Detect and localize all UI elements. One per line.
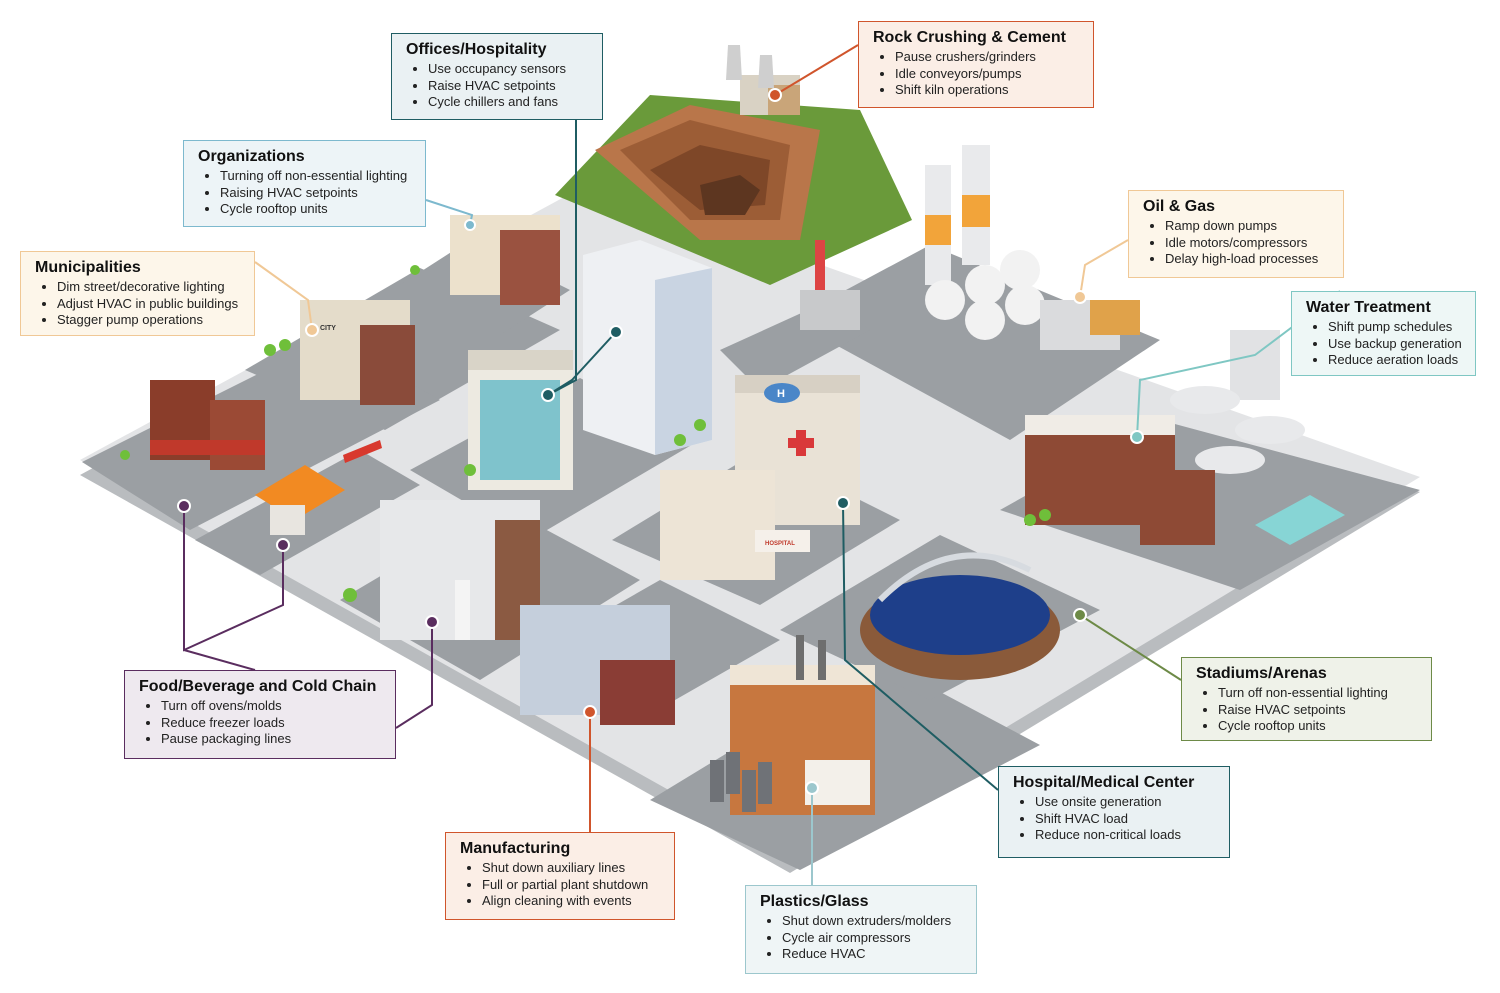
office-towers [468,240,712,490]
callout-food-beverage-cold-chain: Food/Beverage and Cold Chain Turn off ov… [124,670,396,759]
callout-item: Ramp down pumps [1165,218,1331,235]
callout-item: Shift kiln operations [895,82,1081,99]
callout-item: Use backup generation [1328,336,1463,353]
callout-item: Adjust HVAC in public buildings [57,296,242,313]
callout-title: Oil & Gas [1143,198,1216,215]
connector-dots [177,88,1144,795]
callout-title: Food/Beverage and Cold Chain [139,678,377,695]
callout-title: Plastics/Glass [760,893,869,910]
callout-title: Hospital/Medical Center [1013,774,1195,791]
callout-offices-hospitality: Offices/Hospitality Use occupancy sensor… [391,33,603,120]
callout-item: Delay high-load processes [1165,251,1331,268]
callout-item: Shut down extruders/molders [782,913,964,930]
callout-item: Turning off non-essential lighting [220,168,413,185]
callout-item: Full or partial plant shutdown [482,877,662,894]
hospital-sign: HOSPITAL [765,541,795,547]
callout-title: Organizations [198,148,305,165]
callout-item: Idle conveyors/pumps [895,66,1081,83]
city-hall [300,300,415,405]
callout-item: Turn off ovens/molds [161,698,383,715]
callout-item: Raising HVAC setpoints [220,185,413,202]
callout-item: Dim street/decorative lighting [57,279,242,296]
callout-title: Stadiums/Arenas [1196,665,1327,682]
callout-item: Raise HVAC setpoints [1218,702,1419,719]
callout-item: Stagger pump operations [57,312,242,329]
callout-item: Use onsite generation [1035,794,1217,811]
callout-item: Cycle chillers and fans [428,94,590,111]
callout-item: Align cleaning with events [482,893,662,910]
oil-gas-facility [800,145,1140,350]
callout-item: Cycle rooftop units [1218,718,1419,735]
callout-hospital-medical-center: Hospital/Medical Center Use onsite gener… [998,766,1230,858]
callout-item: Reduce non-critical loads [1035,827,1217,844]
hospital-building [660,375,860,580]
manufacturing-plants [380,500,675,725]
callout-item: Pause crushers/grinders [895,49,1081,66]
callout-municipalities: Municipalities Dim street/decorative lig… [20,251,255,336]
callout-item: Raise HVAC setpoints [428,78,590,95]
callout-organizations: Organizations Turning off non-essential … [183,140,426,227]
helipad-sign: H [777,388,785,400]
callout-title: Rock Crushing & Cement [873,29,1066,46]
callout-title: Offices/Hospitality [406,41,547,58]
trees [120,265,1051,602]
callout-item: Reduce aeration loads [1328,352,1463,369]
callout-manufacturing: Manufacturing Shut down auxiliary lines … [445,832,675,920]
callout-oil-gas: Oil & Gas Ramp down pumps Idle motors/co… [1128,190,1344,278]
callout-item: Cycle air compressors [782,930,964,947]
city-hall-sign: CITY [320,325,336,332]
callout-item: Cycle rooftop units [220,201,413,218]
callout-stadiums-arenas: Stadiums/Arenas Turn off non-essential l… [1181,657,1432,741]
callout-rock-crushing-cement: Rock Crushing & Cement Pause crushers/gr… [858,21,1094,108]
callout-plastics-glass: Plastics/Glass Shut down extruders/molde… [745,885,977,974]
plastics-glass-factory [710,635,875,815]
water-treatment-plant [1025,330,1345,545]
quarry-hill [555,45,912,285]
callout-item: Shut down auxiliary lines [482,860,662,877]
callout-title: Water Treatment [1306,299,1431,316]
callout-item: Pause packaging lines [161,731,383,748]
stadium [860,552,1060,680]
callout-item: Turn off non-essential lighting [1218,685,1419,702]
callout-item: Reduce HVAC [782,946,964,963]
connector-lines [183,44,1341,885]
callout-title: Manufacturing [460,840,571,857]
restaurant [150,380,382,535]
callout-water-treatment: Water Treatment Shift pump schedules Use… [1291,291,1476,376]
callout-item: Reduce freezer loads [161,715,383,732]
callout-item: Shift pump schedules [1328,319,1463,336]
callout-item: Use occupancy sensors [428,61,590,78]
callout-item: Shift HVAC load [1035,811,1217,828]
callout-title: Municipalities [35,259,141,276]
callout-item: Idle motors/compressors [1165,235,1331,252]
